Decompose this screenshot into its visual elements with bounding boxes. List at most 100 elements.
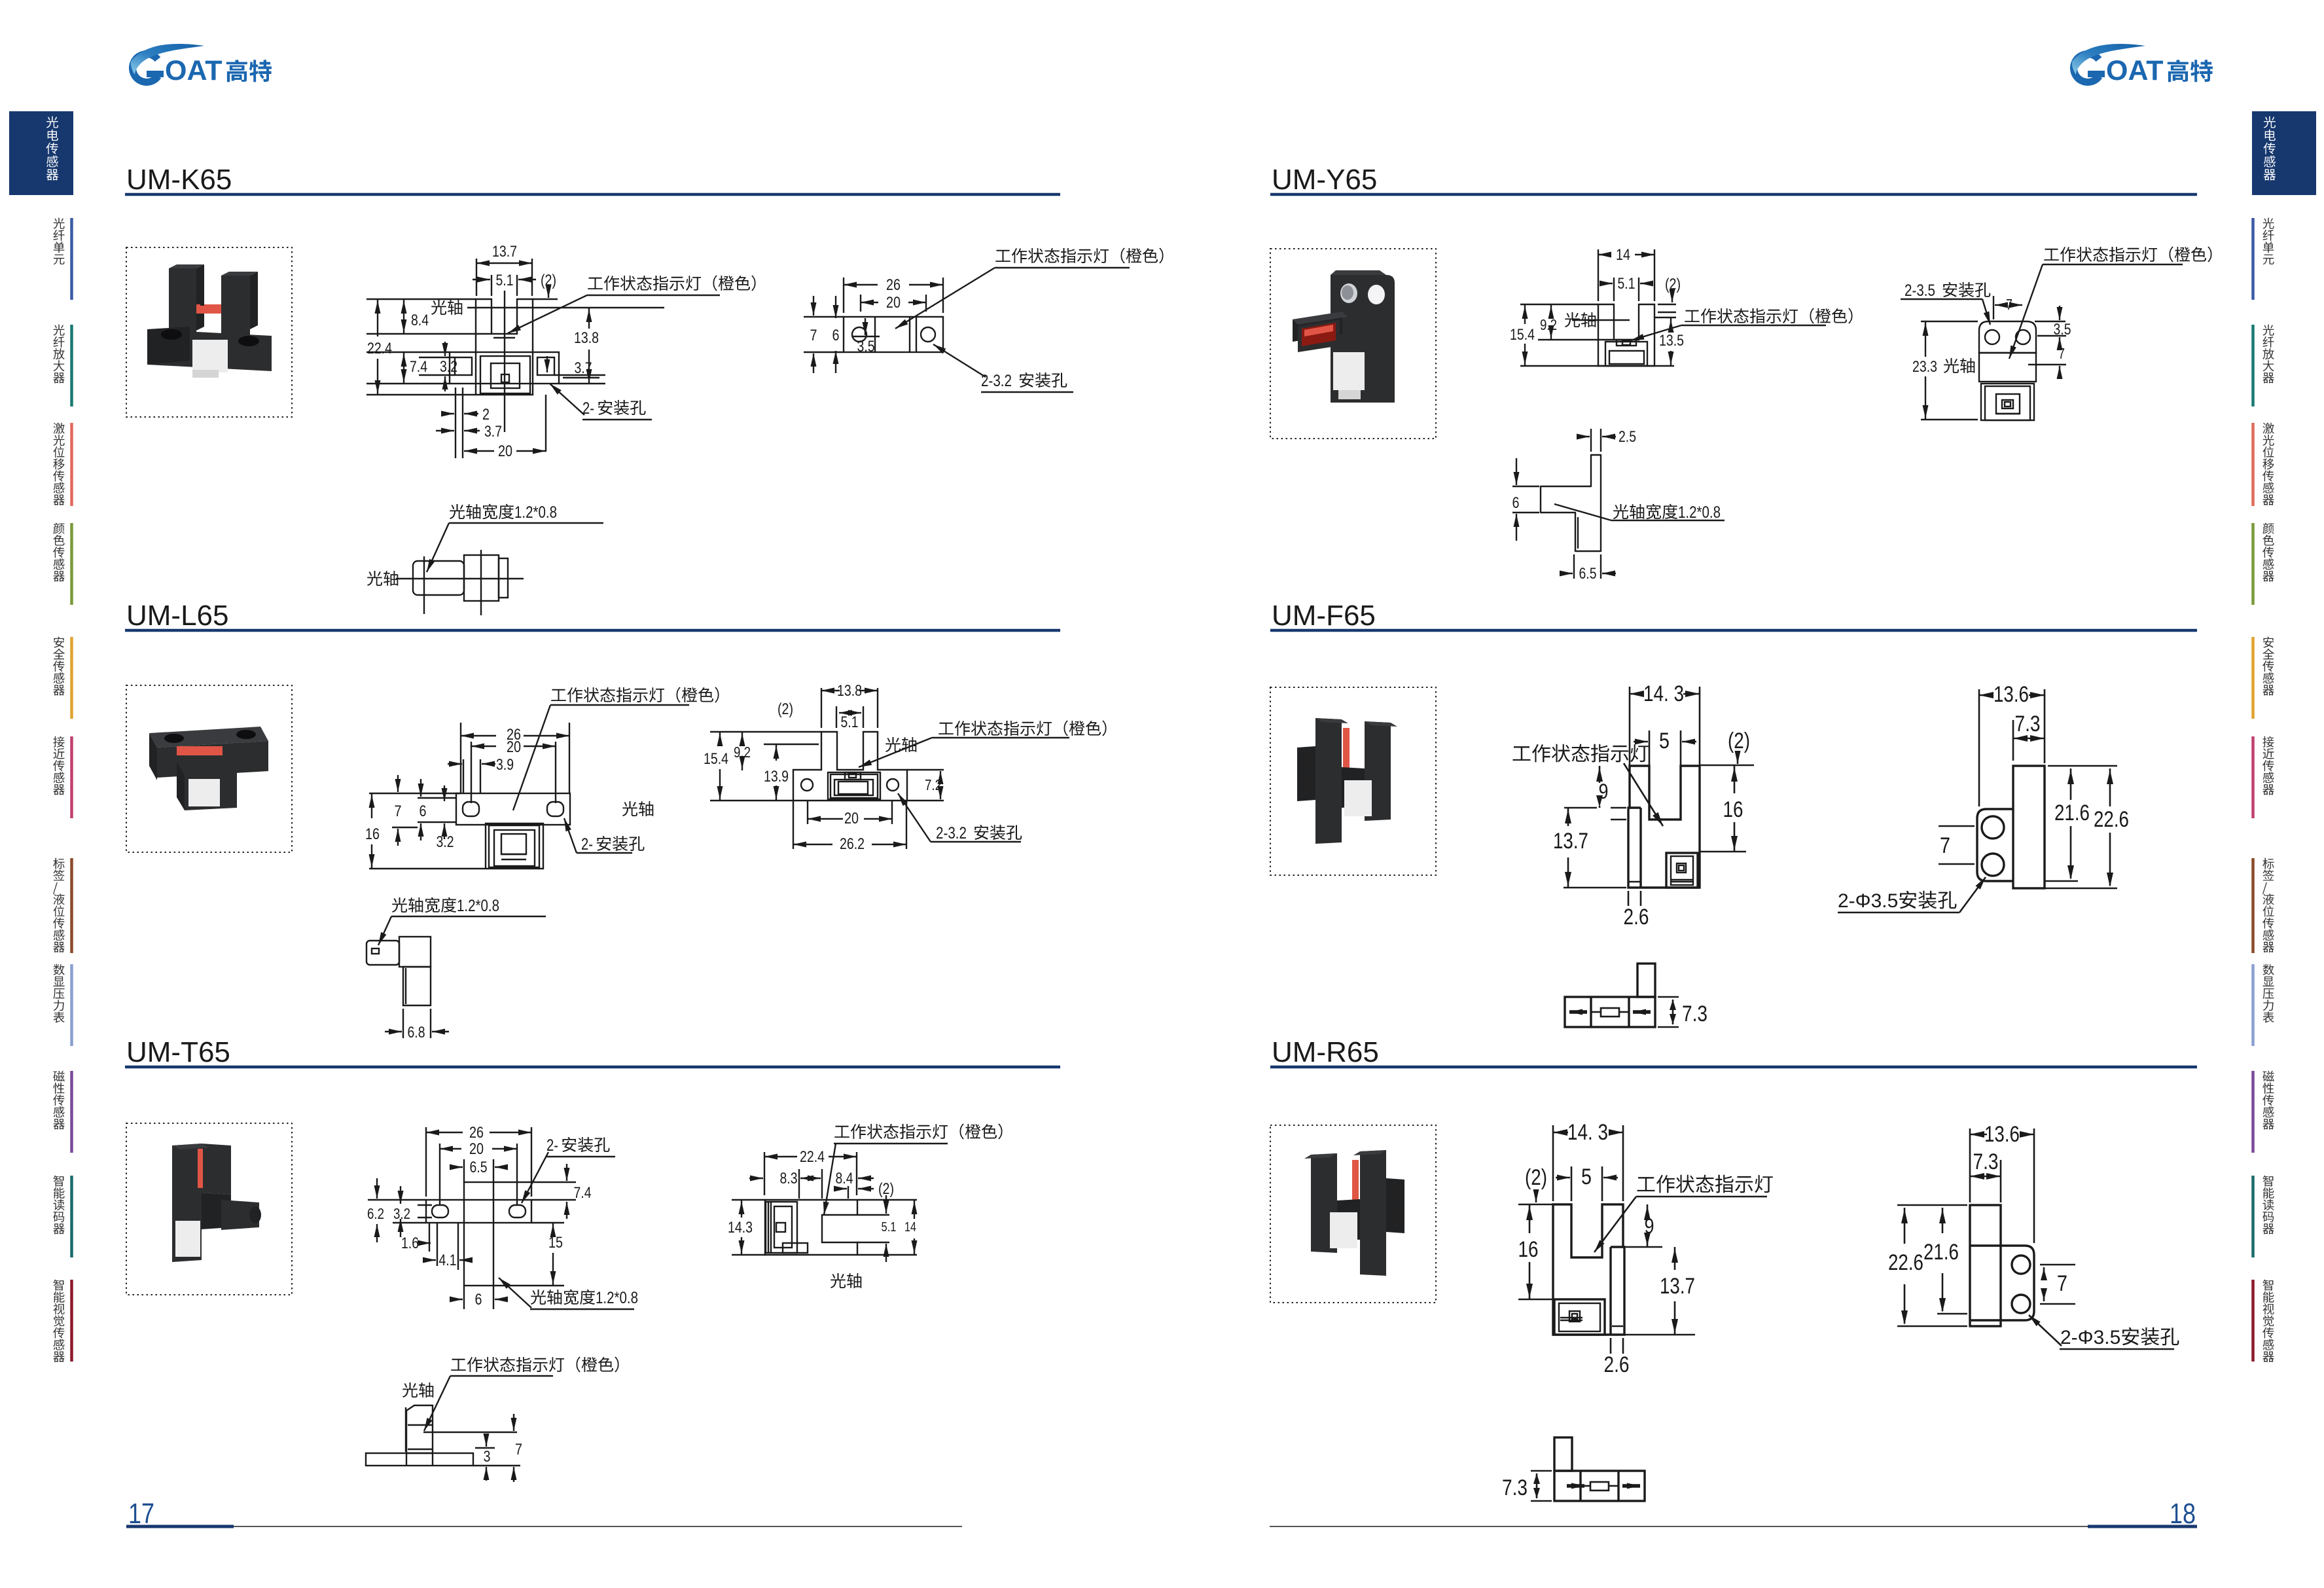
svg-text:13.7: 13.7 [1553, 829, 1588, 854]
svg-text:OAT: OAT [2106, 55, 2164, 86]
svg-text:2.6: 2.6 [1604, 1352, 1630, 1377]
svg-text:14: 14 [1616, 246, 1630, 264]
svg-text:UM-K65: UM-K65 [126, 164, 232, 196]
svg-text:14.3: 14.3 [728, 1219, 753, 1236]
svg-text:7.3: 7.3 [1973, 1149, 1999, 1174]
svg-text:7: 7 [810, 327, 817, 344]
svg-text:18: 18 [2170, 1498, 2196, 1530]
svg-text:2: 2 [482, 406, 490, 424]
svg-text:UM-L65: UM-L65 [126, 600, 229, 632]
svg-text:6.5: 6.5 [1579, 565, 1597, 583]
svg-text:14: 14 [904, 1220, 916, 1235]
svg-text:UM-F65: UM-F65 [1272, 600, 1376, 632]
svg-text:9: 9 [1599, 780, 1609, 803]
svg-text:13.9: 13.9 [764, 768, 789, 785]
svg-text:5.1: 5.1 [496, 272, 514, 289]
svg-text:7: 7 [2006, 296, 2012, 313]
svg-text:2-: 2- [581, 835, 593, 854]
svg-text:7.2: 7.2 [925, 776, 942, 793]
svg-text:21.6: 21.6 [1923, 1240, 1959, 1265]
svg-text:5: 5 [1659, 729, 1670, 753]
svg-text:6.8: 6.8 [408, 1024, 425, 1041]
svg-text:16: 16 [1723, 797, 1743, 822]
svg-text:5.1: 5.1 [1618, 275, 1636, 293]
svg-text:3.9: 3.9 [496, 756, 514, 774]
svg-text:13.7: 13.7 [492, 243, 517, 261]
svg-text:2-Φ3.5: 2-Φ3.5 [2060, 1327, 2120, 1348]
svg-text:1.2*0.8: 1.2*0.8 [1678, 503, 1721, 522]
svg-text:5: 5 [1581, 1164, 1592, 1189]
svg-text:21.6: 21.6 [2054, 801, 2090, 825]
svg-text:6: 6 [832, 327, 840, 344]
svg-text:1.6: 1.6 [401, 1235, 419, 1252]
svg-text:13.6: 13.6 [1984, 1122, 2020, 1147]
svg-text:UM-R65: UM-R65 [1272, 1036, 1379, 1068]
svg-text:15.4: 15.4 [1510, 326, 1535, 344]
svg-text:2-: 2- [582, 399, 594, 418]
svg-text:8.4: 8.4 [411, 312, 429, 329]
svg-text:3: 3 [484, 1448, 491, 1466]
svg-text:26.2: 26.2 [840, 835, 865, 853]
svg-text:(2): (2) [1728, 729, 1750, 753]
svg-text:16: 16 [1518, 1237, 1539, 1262]
svg-text:2-: 2- [546, 1136, 558, 1155]
svg-text:6.2: 6.2 [367, 1205, 384, 1222]
svg-text:(2): (2) [878, 1180, 894, 1198]
svg-text:7: 7 [395, 803, 402, 820]
svg-text:5.1: 5.1 [882, 1220, 897, 1235]
svg-text:7.4: 7.4 [410, 358, 427, 376]
svg-text:1.2*0.8: 1.2*0.8 [514, 503, 557, 522]
svg-text:7.4: 7.4 [574, 1184, 592, 1202]
svg-text:2.6: 2.6 [1624, 905, 1649, 929]
svg-text:26: 26 [469, 1124, 484, 1142]
svg-text:13.6: 13.6 [1993, 682, 2029, 707]
svg-text:13.5: 13.5 [1659, 332, 1684, 350]
svg-text:6: 6 [1512, 494, 1520, 512]
svg-text:7: 7 [515, 1441, 522, 1458]
svg-text:9.2: 9.2 [734, 744, 751, 761]
svg-text:13.7: 13.7 [1660, 1274, 1695, 1299]
svg-text:22.6: 22.6 [2094, 807, 2129, 832]
svg-text:23.3: 23.3 [1912, 358, 1937, 376]
svg-text:2.5: 2.5 [1618, 428, 1636, 446]
svg-text:26: 26 [886, 276, 901, 294]
svg-text:14. 3: 14. 3 [1567, 1120, 1608, 1145]
svg-text:14. 3: 14. 3 [1643, 681, 1684, 706]
svg-text:15: 15 [548, 1234, 563, 1252]
svg-text:26: 26 [507, 726, 521, 744]
svg-text:7.3: 7.3 [2015, 712, 2041, 736]
svg-text:20: 20 [844, 810, 859, 827]
svg-text:15.4: 15.4 [704, 750, 728, 768]
svg-text:UM-Y65: UM-Y65 [1272, 164, 1377, 196]
svg-text:6: 6 [475, 1291, 482, 1308]
svg-text:4.1: 4.1 [439, 1252, 457, 1269]
svg-text:17: 17 [128, 1498, 154, 1530]
svg-text:22.4: 22.4 [367, 340, 392, 357]
svg-text:6.5: 6.5 [470, 1159, 488, 1176]
svg-text:7: 7 [2058, 345, 2065, 362]
svg-text:7.3: 7.3 [1502, 1475, 1528, 1500]
svg-text:8.4: 8.4 [836, 1170, 853, 1187]
svg-text:2-Φ3.5: 2-Φ3.5 [1838, 890, 1898, 912]
svg-text:13.8: 13.8 [837, 682, 862, 700]
svg-text:3.2: 3.2 [393, 1205, 410, 1222]
svg-text:5.1: 5.1 [841, 713, 859, 731]
svg-text:UM-T65: UM-T65 [126, 1036, 230, 1068]
svg-text:7.3: 7.3 [1682, 1002, 1707, 1026]
svg-text:OAT: OAT [165, 55, 223, 86]
svg-text:3.2: 3.2 [440, 358, 457, 376]
svg-text:2-3.5: 2-3.5 [1904, 281, 1935, 300]
svg-text:20: 20 [469, 1140, 484, 1158]
svg-text:3.5: 3.5 [857, 338, 875, 355]
svg-text:(2): (2) [1525, 1165, 1547, 1190]
svg-text:3.7: 3.7 [575, 359, 592, 377]
svg-text:7: 7 [1940, 833, 1950, 858]
svg-text:16: 16 [365, 825, 380, 843]
svg-text:22.4: 22.4 [800, 1148, 825, 1166]
svg-text:13.8: 13.8 [574, 329, 599, 347]
svg-text:1.2*0.8: 1.2*0.8 [596, 1289, 638, 1307]
svg-text:20: 20 [886, 294, 901, 312]
svg-text:1.2*0.8: 1.2*0.8 [457, 897, 499, 915]
svg-text:6: 6 [420, 803, 427, 820]
svg-text:8.3: 8.3 [780, 1170, 798, 1187]
